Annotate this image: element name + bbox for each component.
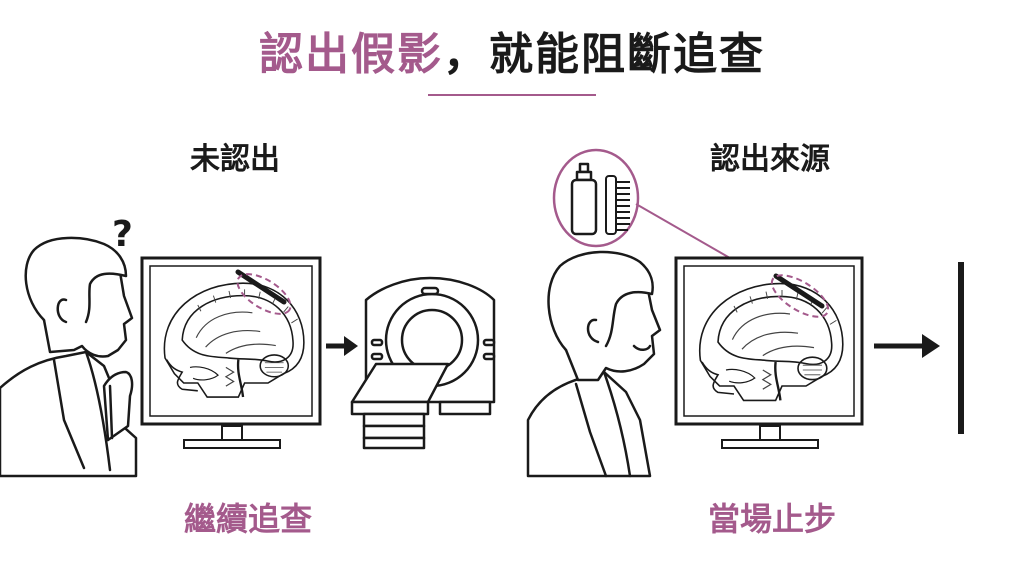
right-heading: 認出來源 <box>710 142 830 177</box>
stop-bar-icon <box>958 262 964 434</box>
question-mark: ? <box>112 214 133 255</box>
page-title: 認出假影，就能阻斷追查 <box>0 18 1024 82</box>
title-highlight: 認出假影 <box>259 29 443 80</box>
ct-scanner-icon <box>350 276 496 450</box>
right-outcome: 當場止步 <box>707 500 836 538</box>
left-outcome: 繼續追查 <box>183 500 312 538</box>
comb-icon <box>605 175 630 235</box>
title-divider <box>428 94 596 96</box>
title-rest: ，就能阻斷追查 <box>443 29 765 80</box>
spray-bottle-icon <box>570 162 598 236</box>
mri-monitor-right <box>674 256 864 449</box>
arrow-right-icon-2 <box>874 334 940 358</box>
source-callout <box>552 148 797 297</box>
left-heading: 未認出 <box>190 142 280 177</box>
thinking-person-icon <box>0 236 138 478</box>
arrow-right-icon <box>326 336 358 356</box>
smiling-person-icon <box>526 250 662 478</box>
mri-monitor-left <box>140 256 322 449</box>
